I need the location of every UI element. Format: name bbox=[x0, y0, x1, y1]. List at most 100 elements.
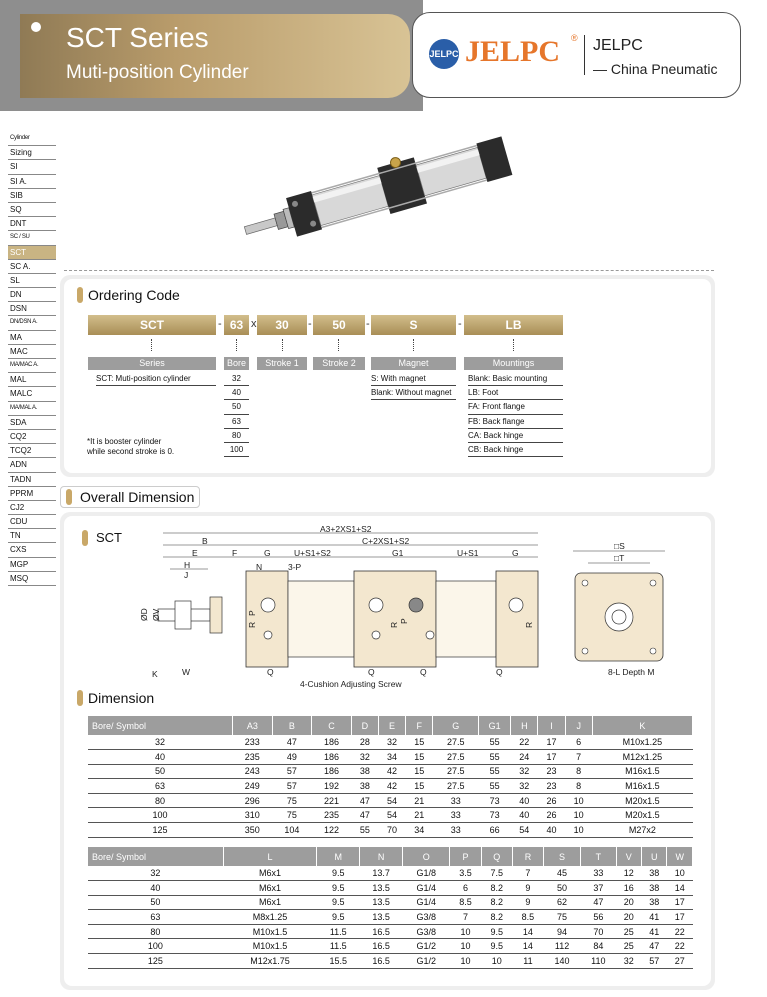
mounting-option: FB: Back flange bbox=[468, 415, 563, 429]
table-cell: M6x1 bbox=[223, 866, 318, 882]
table-cell: 33 bbox=[432, 793, 480, 809]
table-cell: 125 bbox=[88, 822, 234, 838]
sidebar-item-dn-dsn-a[interactable]: DN/DSN A. bbox=[8, 316, 56, 331]
table-cell: 26 bbox=[537, 793, 566, 809]
sidebar-item-tcq2[interactable]: TCQ2 bbox=[8, 444, 56, 459]
table-cell: 32 bbox=[88, 735, 234, 751]
sidebar-item-tn[interactable]: TN bbox=[8, 529, 56, 544]
table-header-cell: E bbox=[378, 716, 407, 735]
table-cell: 11.5 bbox=[316, 924, 361, 940]
sidebar-item-mgp[interactable]: MGP bbox=[8, 558, 56, 572]
table-cell: 49 bbox=[272, 749, 313, 765]
table-cell: 40 bbox=[510, 807, 539, 824]
sidebar-item-ma[interactable]: MA bbox=[8, 331, 56, 345]
label-series: Series bbox=[88, 357, 216, 370]
sidebar-item-cylinder[interactable]: Cylinder bbox=[8, 132, 56, 147]
table-cell: 16.5 bbox=[359, 953, 403, 969]
table-cell: 55 bbox=[478, 749, 512, 765]
dim-a3-label: A3+2XS1+S2 bbox=[320, 525, 372, 534]
table-cell: 10 bbox=[666, 866, 693, 882]
note-line: while second stroke is 0. bbox=[87, 447, 175, 456]
dim-g-label: G bbox=[264, 548, 271, 558]
table-cell: 11.5 bbox=[316, 938, 361, 955]
sidebar-item-ma-mal-a[interactable]: MA/MAL A. bbox=[8, 402, 56, 416]
sidebar-item-mal[interactable]: MAL bbox=[8, 373, 56, 388]
sidebar-item-dsn[interactable]: DSN bbox=[8, 302, 56, 317]
table-cell: 15 bbox=[405, 778, 434, 794]
sidebar-item-sizing[interactable]: Sizing bbox=[8, 146, 56, 161]
sidebar-item-sl[interactable]: SL bbox=[8, 274, 56, 289]
magnet-option: S: With magnet bbox=[371, 372, 456, 387]
sidebar-item-si-a[interactable]: SI A. bbox=[8, 175, 56, 189]
dim-bl-label: 8-L Depth M bbox=[608, 667, 654, 677]
table-cell: 47 bbox=[580, 895, 617, 911]
sidebar-item-cxs[interactable]: CXS bbox=[8, 543, 56, 558]
dim-g2-label: G bbox=[512, 548, 519, 558]
table-cell: 27.5 bbox=[432, 735, 480, 751]
table-cell: 73 bbox=[478, 793, 512, 809]
table-header-cell: N bbox=[359, 847, 403, 866]
table-cell: 14 bbox=[512, 924, 545, 940]
table-cell: 9.5 bbox=[316, 895, 361, 911]
sidebar-item-cq2[interactable]: CQ2 bbox=[8, 430, 56, 445]
table-cell: 8.2 bbox=[481, 895, 513, 911]
sidebar-item-msq[interactable]: MSQ bbox=[8, 572, 56, 586]
sidebar-item-sda[interactable]: SDA bbox=[8, 416, 56, 430]
table-cell: 6 bbox=[449, 880, 482, 896]
table-cell: M27x2 bbox=[592, 822, 694, 838]
table-cell: 221 bbox=[311, 793, 352, 809]
table-cell: 54 bbox=[510, 822, 539, 838]
sidebar-item-sc-su[interactable]: SC / SU bbox=[8, 231, 56, 246]
table-cell: 17 bbox=[537, 735, 566, 751]
table-cell: 24 bbox=[510, 749, 539, 765]
table-cell: 27.5 bbox=[432, 749, 480, 765]
sidebar-item-si[interactable]: SI bbox=[8, 160, 56, 175]
table-cell: 32 bbox=[510, 764, 539, 780]
table-cell: 110 bbox=[580, 953, 617, 969]
ordering-bullet bbox=[77, 287, 83, 303]
table-cell: 10 bbox=[449, 953, 482, 969]
bore-option: 50 bbox=[224, 400, 249, 415]
table-cell: 104 bbox=[272, 822, 313, 838]
sidebar-item-cj2[interactable]: CJ2 bbox=[8, 501, 56, 516]
table-header-cell: O bbox=[402, 847, 451, 866]
sidebar-item-mac[interactable]: MAC bbox=[8, 345, 56, 359]
sidebar-item-pprm[interactable]: PPRM bbox=[8, 487, 56, 501]
table-header-cell: I bbox=[537, 716, 566, 735]
sidebar-item-sq[interactable]: SQ bbox=[8, 203, 56, 218]
section-divider bbox=[64, 270, 714, 271]
table-cell: 33 bbox=[432, 807, 480, 824]
sidebar-item-cdu[interactable]: CDU bbox=[8, 515, 56, 530]
table-cell: 47 bbox=[351, 793, 379, 809]
table-cell: 14 bbox=[512, 938, 545, 955]
table-cell: 32 bbox=[351, 749, 379, 765]
table-header-cell: A3 bbox=[232, 716, 273, 735]
table-cell: 33 bbox=[432, 822, 480, 838]
sidebar-item-adn[interactable]: ADN bbox=[8, 458, 56, 473]
sidebar-item-sib[interactable]: SIB bbox=[8, 189, 56, 203]
code-separator: - bbox=[308, 318, 312, 330]
table-cell: M10x1.5 bbox=[223, 924, 318, 940]
table-header-cell: K bbox=[592, 716, 694, 735]
sidebar-item-dnt[interactable]: DNT bbox=[8, 217, 56, 232]
table-cell: 42 bbox=[378, 778, 407, 794]
dim-q4-label: Q bbox=[496, 667, 503, 677]
table-cell: 296 bbox=[232, 793, 273, 809]
table-cell: 9.5 bbox=[316, 866, 361, 882]
table-cell: M6x1 bbox=[223, 880, 318, 896]
sidebar-item-sct[interactable]: SCT bbox=[8, 245, 56, 260]
dim-g1-label: G1 bbox=[392, 548, 404, 558]
sidebar-item-malc[interactable]: MALC bbox=[8, 387, 56, 402]
table-cell: G1/8 bbox=[402, 866, 451, 882]
dim-3p-label: 3-P bbox=[288, 562, 302, 572]
table-cell: 73 bbox=[478, 807, 512, 824]
sidebar-item-tadn[interactable]: TADN bbox=[8, 473, 56, 487]
table-cell: 17 bbox=[666, 895, 693, 911]
sidebar-item-sc-a[interactable]: SC A. bbox=[8, 260, 56, 274]
sidebar-item-ma-mac-a[interactable]: MA/MAC A. bbox=[8, 359, 56, 374]
table-cell: 50 bbox=[88, 895, 224, 911]
sidebar-item-dn[interactable]: DN bbox=[8, 288, 56, 303]
table-cell: 186 bbox=[311, 764, 352, 780]
